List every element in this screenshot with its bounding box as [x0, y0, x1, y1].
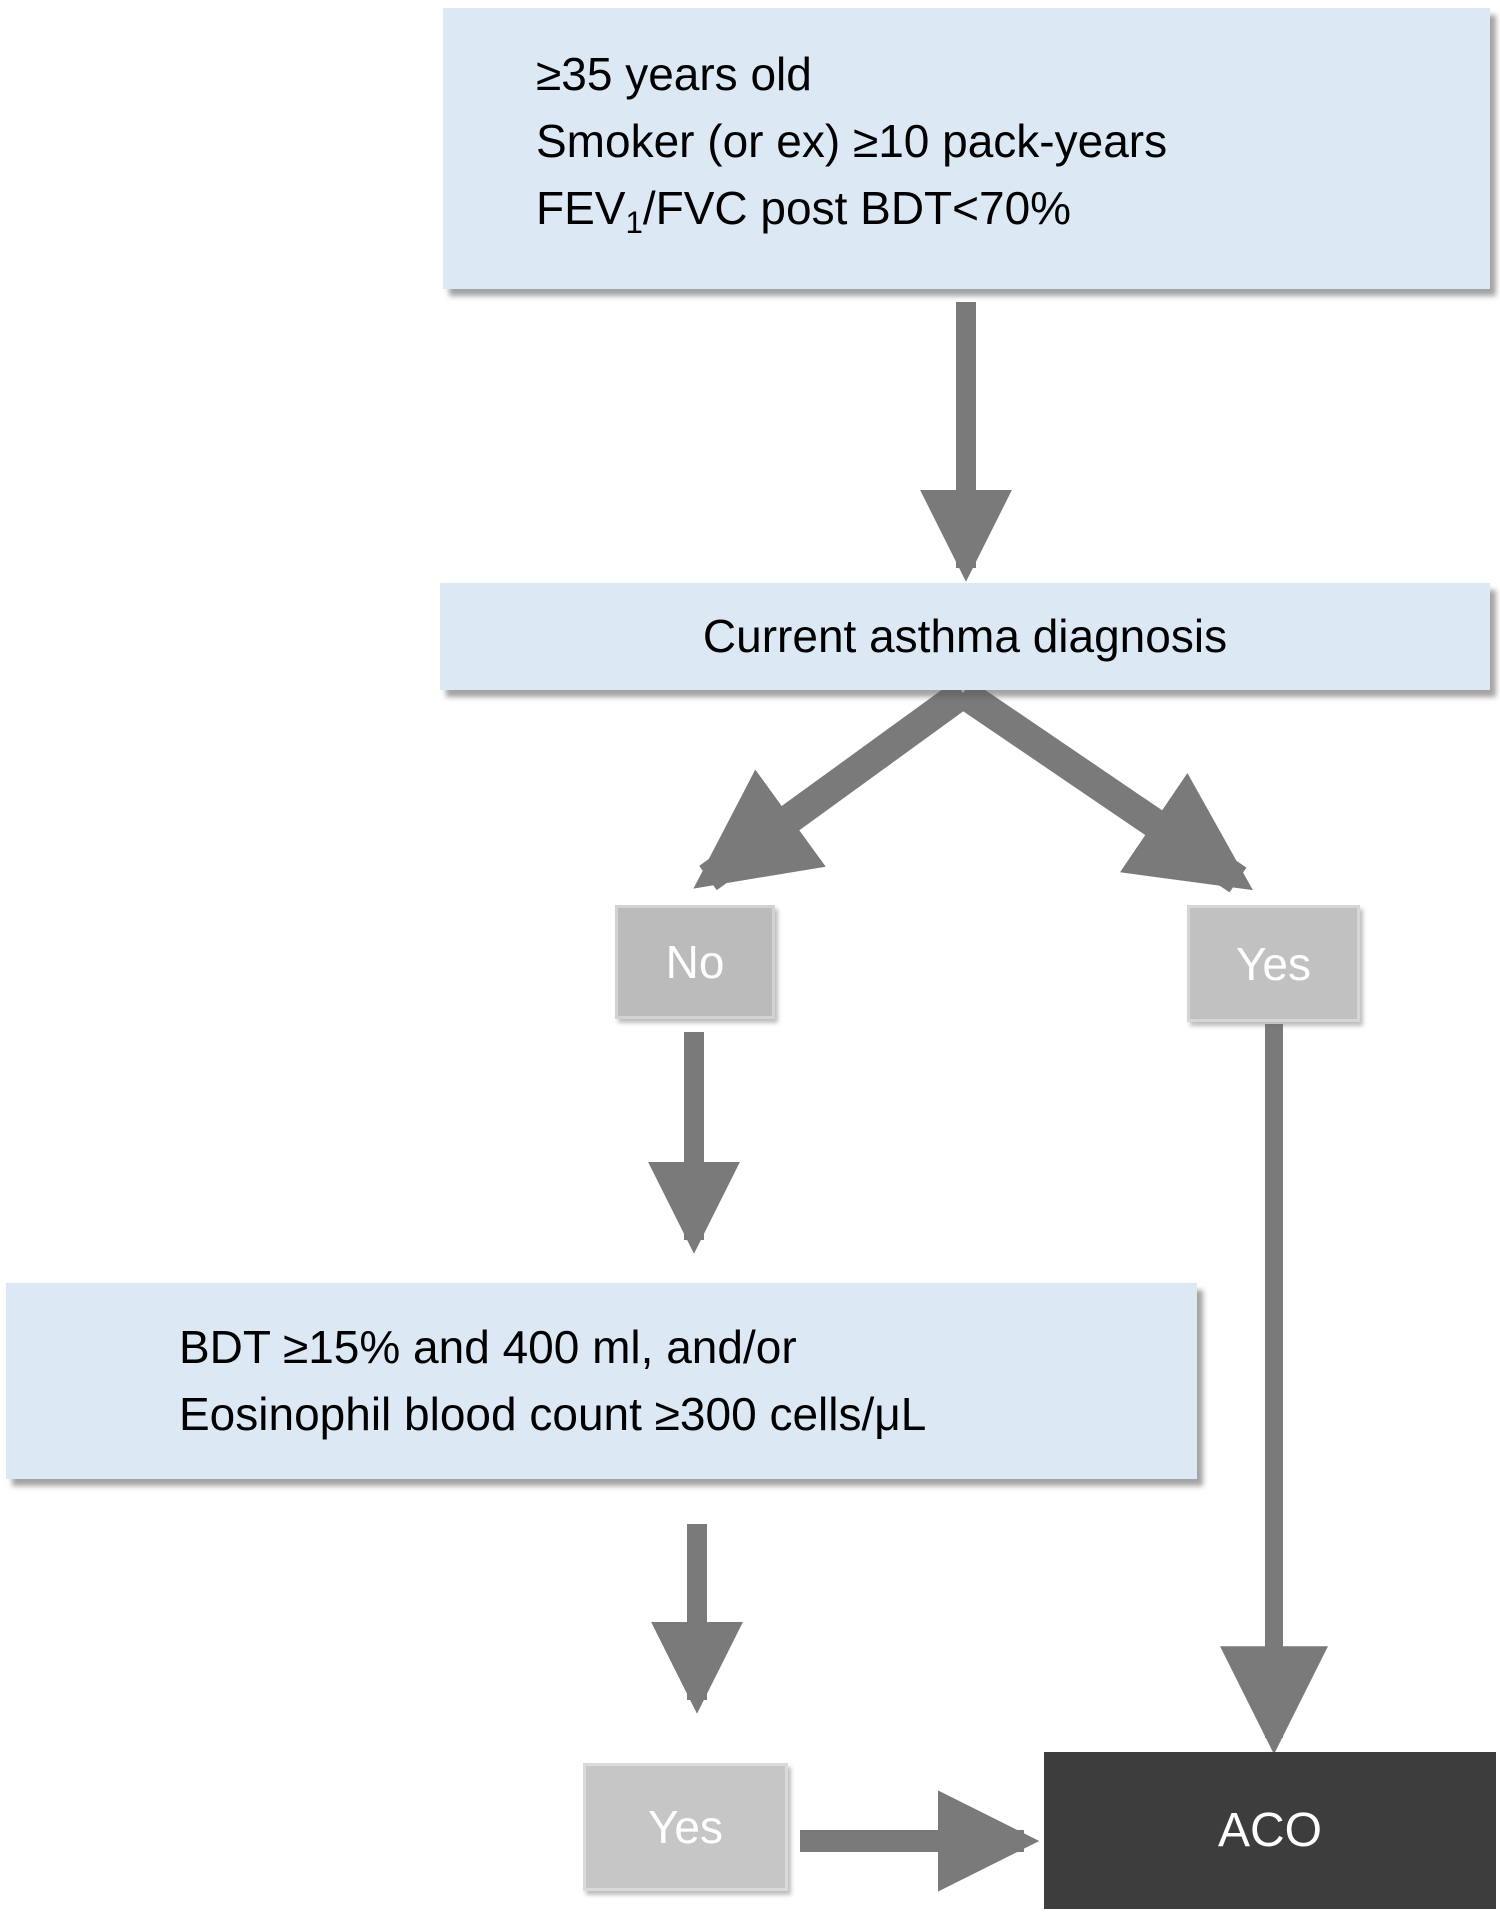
entry-criteria-line-fev: FEV1/FVC post BDT<70% [536, 182, 1072, 240]
fev-subscript: 1 [625, 204, 643, 240]
asthma-question-box: Current asthma diagnosis [440, 583, 1490, 690]
entry-criteria-box: ≥35 years old Smoker (or ex) ≥10 pack-ye… [443, 8, 1490, 289]
yes-right-box: Yes [1187, 905, 1360, 1022]
bdt-criteria-box: BDT ≥15% and 400 ml, and/or Eosinophil b… [6, 1283, 1197, 1479]
aco-outcome-box: ACO [1044, 1752, 1496, 1909]
asthma-question-label: Current asthma diagnosis [702, 610, 1228, 662]
bdt-criteria-line-eosinophil: Eosinophil blood count ≥300 cells/μL [179, 1388, 927, 1440]
entry-criteria-line-smoker: Smoker (or ex) ≥10 pack-years [536, 115, 1168, 168]
entry-criteria-line-age: ≥35 years old [536, 48, 812, 101]
aco-label: ACO [1217, 1804, 1322, 1857]
arrow-asthma-to-yes [954, 680, 1253, 893]
no-box: No [615, 905, 775, 1019]
yes-bottom-label: Yes [647, 1801, 724, 1853]
no-label: No [665, 936, 725, 988]
yes-right-label: Yes [1235, 937, 1312, 990]
bdt-criteria-line-bdt: BDT ≥15% and 400 ml, and/or [179, 1321, 797, 1373]
arrow-asthma-to-no [693, 680, 972, 891]
yes-bottom-box: Yes [583, 1763, 788, 1891]
